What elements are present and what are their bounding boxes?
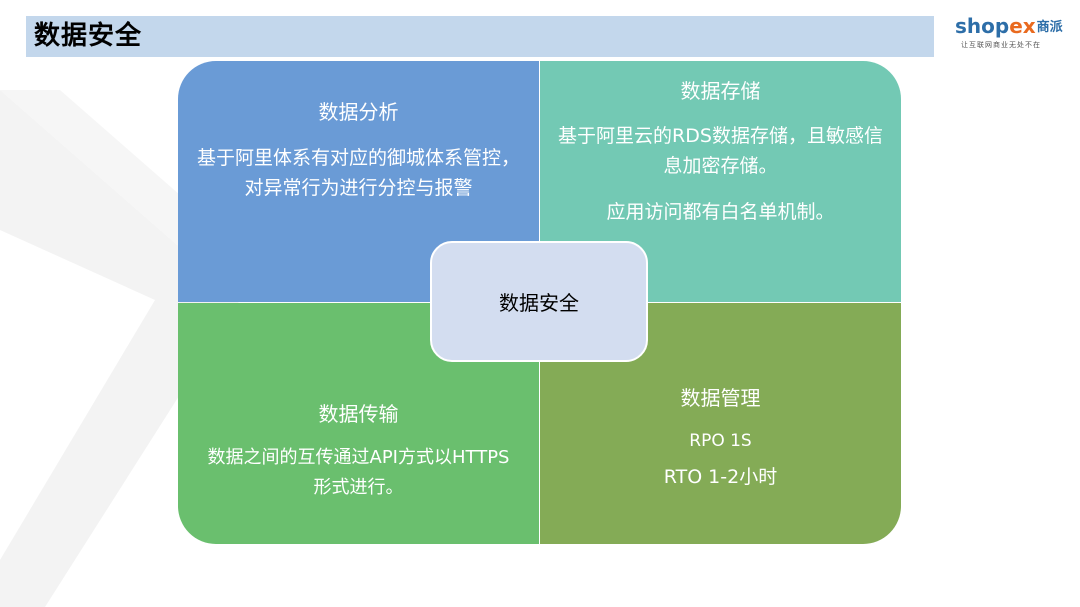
title-bar: 数据安全	[26, 16, 934, 57]
quadrant-title: 数据传输	[318, 402, 399, 426]
quadrant-line: 息加密存储。	[663, 155, 778, 177]
page-title: 数据安全	[34, 21, 143, 51]
quadrant-line: 形式进行。	[313, 477, 404, 498]
quadrant-body: 基于阿里云的RDS数据存储，且敏感信 息加密存储。 应用访问都有白名单机制。	[540, 121, 901, 227]
logo-slogan: 让互联网商业无处不在	[961, 41, 1041, 49]
logo-accent: ex	[1009, 14, 1036, 38]
quadrant-title: 数据存储	[680, 79, 761, 103]
quadrant-line: 基于阿里体系有对应的御城体系管控，	[196, 147, 520, 169]
quadrant-body: 数据之间的互传通过API方式以HTTPS 形式进行。	[178, 443, 539, 503]
quadrant-line: RTO 1-2小时	[663, 466, 778, 488]
quadrant-title: 数据分析	[318, 100, 399, 124]
quadrant-title: 数据管理	[680, 386, 761, 410]
quadrant-body: 基于阿里体系有对应的御城体系管控， 对异常行为进行分控与报警	[178, 143, 539, 203]
logo-chinese-name: 商派	[1036, 20, 1063, 35]
quadrant-body: RPO 1S RTO 1-2小时	[540, 423, 901, 495]
quadrant-line: RPO 1S	[689, 431, 752, 451]
logo-prefix: shop	[955, 14, 1010, 38]
center-node: 数据安全	[430, 241, 648, 362]
logo-wordmark: shopex商派	[955, 14, 1063, 40]
quadrant-line: 应用访问都有白名单机制。	[606, 201, 835, 223]
quadrant-line: 数据之间的互传通过API方式以HTTPS	[207, 447, 510, 468]
quadrant-line: 对异常行为进行分控与报警	[244, 177, 473, 199]
quadrant-line: 基于阿里云的RDS数据存储，且敏感信	[558, 125, 883, 147]
brand-logo: shopex商派 让互联网商业无处不在	[955, 14, 1065, 54]
